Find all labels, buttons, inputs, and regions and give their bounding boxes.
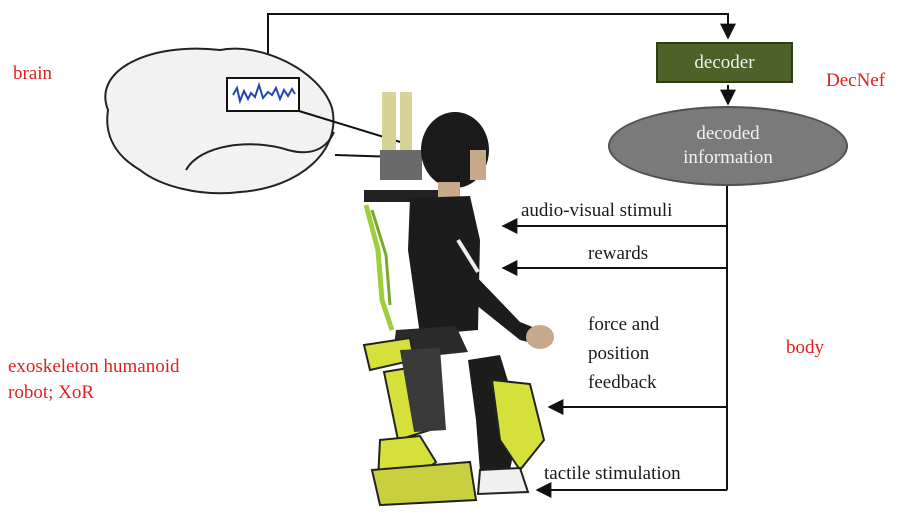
robot-label-line2: robot; XoR xyxy=(8,382,95,403)
eeg-signal-box xyxy=(226,77,300,112)
decoded-info-line2: information xyxy=(683,147,773,168)
decoder-label: decoder xyxy=(694,51,755,73)
decoded-information-node: decoded information xyxy=(608,106,848,186)
force-position-feedback-label: force and position feedback xyxy=(588,314,660,393)
brain-outline xyxy=(104,47,335,195)
body-label: body xyxy=(786,337,824,358)
decoder-node: decoder xyxy=(656,42,793,83)
rewards-label: rewards xyxy=(588,243,649,264)
exoskeleton-robot-figure xyxy=(362,92,554,507)
decoded-info-line1: decoded xyxy=(696,123,760,144)
robot-label-line1: exoskeleton humanoid xyxy=(8,356,180,377)
brain-label: brain xyxy=(13,63,53,84)
decnef-label: DecNef xyxy=(826,70,886,91)
tactile-stimulation-label: tactile stimulation xyxy=(544,463,681,484)
audio-visual-stimuli-label: audio-visual stimuli xyxy=(521,200,673,221)
brain-to-decoder-connector xyxy=(267,13,736,78)
